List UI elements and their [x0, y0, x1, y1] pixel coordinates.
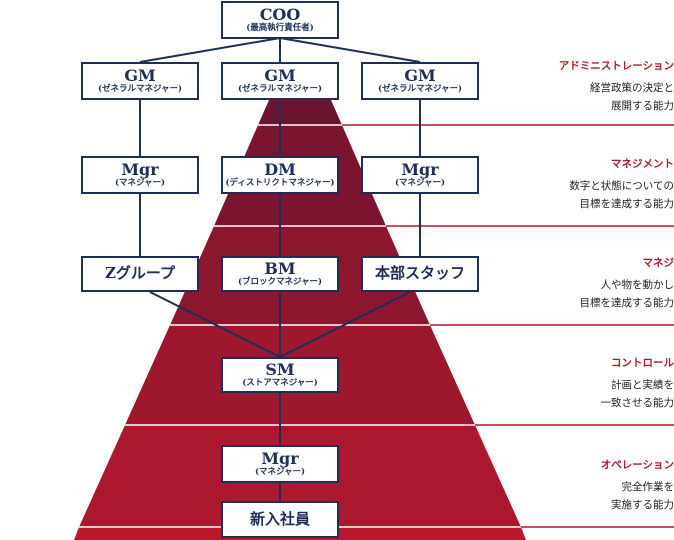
- box-title: SM: [265, 359, 295, 379]
- level-management: マネジメント 数字と状態についての 目標を達成する能力: [520, 156, 674, 213]
- dm-box: DM (ディストリクトマネジャー): [221, 156, 339, 194]
- level-description: 経営政策の決定と 展開する能力: [520, 79, 674, 115]
- connector-line: [149, 291, 281, 358]
- level-description: 計画と実績を 一致させる能力: [520, 376, 674, 412]
- level-control: コントロール 計画と実績を 一致させる能力: [520, 355, 674, 412]
- box-title: GM: [264, 65, 296, 85]
- level-description-line: 実施する能力: [611, 499, 674, 511]
- box-title: Mgr: [401, 159, 439, 179]
- level-description: 完全作業を 実施する能力: [520, 478, 674, 514]
- level-heading: コントロール: [611, 357, 674, 369]
- level-description: 数字と状態についての 目標を達成する能力: [520, 177, 674, 213]
- box-subtitle: (最高執行責任者): [246, 23, 314, 34]
- mgr-right-box: Mgr (マネジャー): [361, 156, 479, 194]
- box-subtitle: (マネジャー): [254, 467, 306, 478]
- coo-box: COO (最高執行責任者): [221, 1, 339, 39]
- box-title: Mgr: [121, 159, 159, 179]
- level-manage: マネジ 人や物を動かし 目標を達成する能力: [520, 255, 674, 312]
- level-description-line: 数字と状態についての: [569, 180, 674, 192]
- box-title: COO: [259, 4, 301, 24]
- honbu-staff-box: 本部スタッフ: [361, 256, 479, 292]
- level-description-line: 経営政策の決定と: [590, 82, 674, 94]
- level-heading: マネジ: [642, 257, 674, 269]
- connector-line: [279, 37, 421, 63]
- box-subtitle: (ゼネラルマネジャー): [97, 84, 183, 95]
- connector-line: [139, 37, 281, 63]
- box-subtitle: (ストアマネジャー): [242, 378, 318, 389]
- level-heading: オペレーション: [600, 459, 674, 471]
- level-description-line: 目標を達成する能力: [579, 198, 674, 210]
- level-operation: オペレーション 完全作業を 実施する能力: [520, 457, 674, 514]
- level-description-line: 完全作業を: [621, 481, 674, 493]
- box-subtitle: (ディストリクトマネジャー): [225, 178, 335, 189]
- level-description-line: 目標を達成する能力: [579, 297, 674, 309]
- gm-center-box: GM (ゼネラルマネジャー): [221, 62, 339, 100]
- box-subtitle: (マネジャー): [114, 178, 166, 189]
- level-heading: マネジメント: [611, 158, 674, 170]
- box-title: Mgr: [261, 448, 299, 468]
- level-description-line: 計画と実績を: [611, 379, 674, 391]
- gm-right-box: GM (ゼネラルマネジャー): [361, 62, 479, 100]
- box-subtitle: (ゼネラルマネジャー): [237, 84, 323, 95]
- box-title: Zグループ: [104, 264, 176, 283]
- level-description-line: 人や物を動かし: [600, 279, 674, 291]
- level-description-line: 展開する能力: [611, 100, 674, 112]
- z-group-box: Zグループ: [81, 256, 199, 292]
- box-subtitle: (ゼネラルマネジャー): [377, 84, 463, 95]
- new-employee-box: 新入社員: [221, 501, 339, 538]
- level-description: 人や物を動かし 目標を達成する能力: [520, 276, 674, 312]
- box-title: BM: [264, 258, 296, 278]
- box-title: 新入社員: [249, 509, 310, 528]
- box-title: DM: [264, 159, 296, 179]
- gm-left-box: GM (ゼネラルマネジャー): [81, 62, 199, 100]
- mgr-bottom-box: Mgr (マネジャー): [221, 445, 339, 483]
- box-title: GM: [404, 65, 436, 85]
- box-title: GM: [124, 65, 156, 85]
- box-title: 本部スタッフ: [374, 264, 465, 283]
- connector-line: [279, 291, 411, 358]
- level-heading: アドミニストレーション: [558, 60, 674, 72]
- box-subtitle: (マネジャー): [394, 178, 446, 189]
- sm-box: SM (ストアマネジャー): [221, 357, 339, 393]
- box-subtitle: (ブロックマネジャー): [237, 277, 323, 288]
- level-administration: アドミニストレーション 経営政策の決定と 展開する能力: [520, 58, 674, 115]
- bm-box: BM (ブロックマネジャー): [221, 256, 339, 292]
- mgr-left-box: Mgr (マネジャー): [81, 156, 199, 194]
- level-description-line: 一致させる能力: [600, 397, 674, 409]
